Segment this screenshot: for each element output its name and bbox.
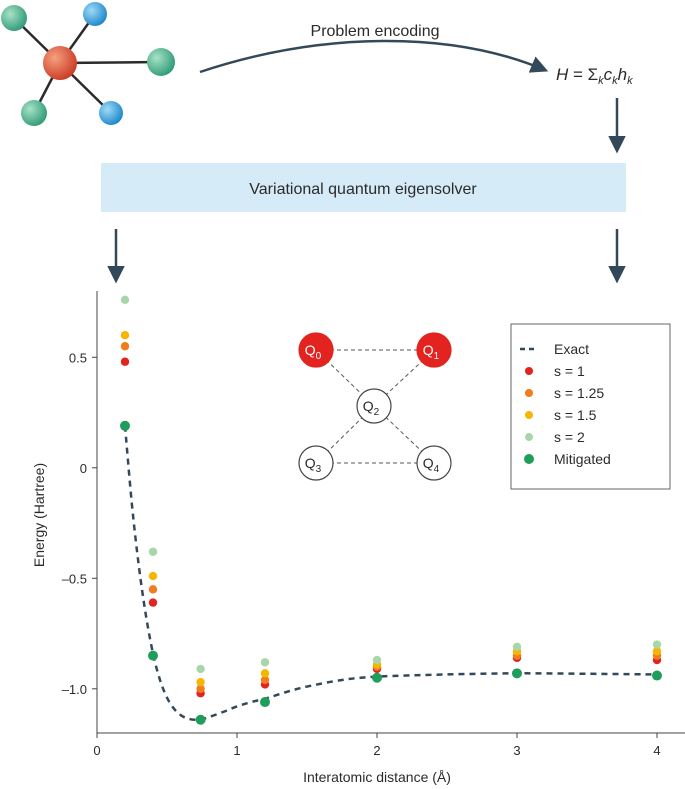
qubit-label: Q4 bbox=[423, 455, 440, 475]
series-point bbox=[652, 647, 662, 656]
qubit-node bbox=[298, 445, 334, 481]
legend-label: s = 1.5 bbox=[554, 407, 597, 423]
mitigated-point bbox=[512, 668, 522, 679]
legend-label: s = 1.25 bbox=[554, 385, 604, 401]
mitigated-point bbox=[195, 714, 206, 725]
legend-swatch bbox=[525, 367, 533, 375]
series-point bbox=[148, 547, 158, 556]
mitigated-point bbox=[372, 672, 382, 683]
legend-box bbox=[510, 323, 671, 490]
x-tick-label: 0 bbox=[93, 743, 100, 758]
chart-markers bbox=[120, 295, 662, 725]
y-tick-label: 0.5 bbox=[69, 350, 87, 365]
series-point bbox=[372, 655, 382, 665]
legend-swatch bbox=[525, 389, 533, 397]
series-point bbox=[196, 677, 205, 687]
series-point bbox=[120, 331, 130, 340]
molecule-atom-blue bbox=[83, 2, 107, 26]
series-point bbox=[148, 585, 158, 594]
vqe-label: Variational quantum eigensolver bbox=[249, 181, 477, 198]
molecule-atom-blue bbox=[99, 101, 123, 125]
qubit-label: Q0 bbox=[305, 342, 322, 362]
mitigated-point bbox=[260, 697, 270, 708]
legend-label: s = 2 bbox=[554, 429, 585, 445]
qubit-label: Q3 bbox=[305, 455, 322, 475]
hamiltonian-formula: H = Σkckhk bbox=[556, 65, 633, 87]
molecule-illustration bbox=[1, 2, 175, 126]
energy-chart: 0 1 2 3 4 0.5 0 –0.5 –1.0 Interatomic distance (… bbox=[31, 291, 685, 785]
series-point bbox=[120, 295, 130, 305]
chart-axes bbox=[96, 291, 685, 734]
legend-swatch bbox=[524, 454, 534, 464]
legend-swatch bbox=[525, 411, 533, 419]
qubit-node bbox=[298, 332, 334, 368]
mitigated-point bbox=[652, 670, 662, 681]
x-tick-label: 2 bbox=[373, 743, 380, 758]
series-point bbox=[120, 342, 130, 351]
legend-exact-label: Exact bbox=[554, 341, 589, 357]
legend-swatch bbox=[525, 433, 533, 441]
series-point bbox=[120, 357, 130, 366]
series-point bbox=[260, 658, 270, 667]
molecule-atom-green bbox=[1, 5, 27, 31]
series-point bbox=[148, 571, 158, 581]
y-tick-label: –0.5 bbox=[62, 571, 87, 586]
legend: Exact s = 1 s = 1.25 s = 1.5 s = 2 Mitigated bbox=[510, 323, 671, 490]
chart-ticks: 0 1 2 3 4 0.5 0 –0.5 –1.0 bbox=[62, 350, 661, 758]
qubit-node bbox=[356, 388, 392, 424]
series-point bbox=[260, 675, 270, 685]
qubit-label: Q1 bbox=[423, 342, 440, 362]
x-tick-label: 3 bbox=[513, 743, 520, 758]
molecule-atom-center bbox=[43, 46, 77, 80]
series-point bbox=[148, 598, 158, 607]
legend-label: s = 1 bbox=[554, 363, 585, 379]
series-point bbox=[196, 684, 205, 693]
x-tick-label: 1 bbox=[233, 743, 240, 758]
qubit-node bbox=[416, 332, 452, 368]
encoding-label: Problem encoding bbox=[311, 23, 440, 40]
y-axis-title: Energy (Hartree) bbox=[31, 463, 47, 567]
qubit-label: Q2 bbox=[363, 398, 380, 418]
vqe-box bbox=[101, 163, 626, 212]
x-axis-title: Interatomic distance (Å) bbox=[303, 769, 451, 785]
molecule-atom-green bbox=[147, 48, 175, 76]
mitigated-point bbox=[148, 650, 158, 661]
series-point bbox=[652, 640, 662, 649]
encoding-arrow bbox=[199, 39, 549, 74]
x-tick-label: 4 bbox=[653, 743, 660, 758]
y-tick-label: –1.0 bbox=[62, 682, 87, 697]
qubit-node bbox=[416, 445, 452, 481]
mitigated-point bbox=[120, 420, 130, 431]
legend-label: Mitigated bbox=[554, 451, 611, 467]
y-tick-label: 0 bbox=[80, 461, 87, 476]
series-point bbox=[196, 664, 205, 674]
molecule-atom-green bbox=[21, 100, 47, 126]
series-point bbox=[260, 669, 270, 678]
series-point bbox=[512, 642, 522, 652]
